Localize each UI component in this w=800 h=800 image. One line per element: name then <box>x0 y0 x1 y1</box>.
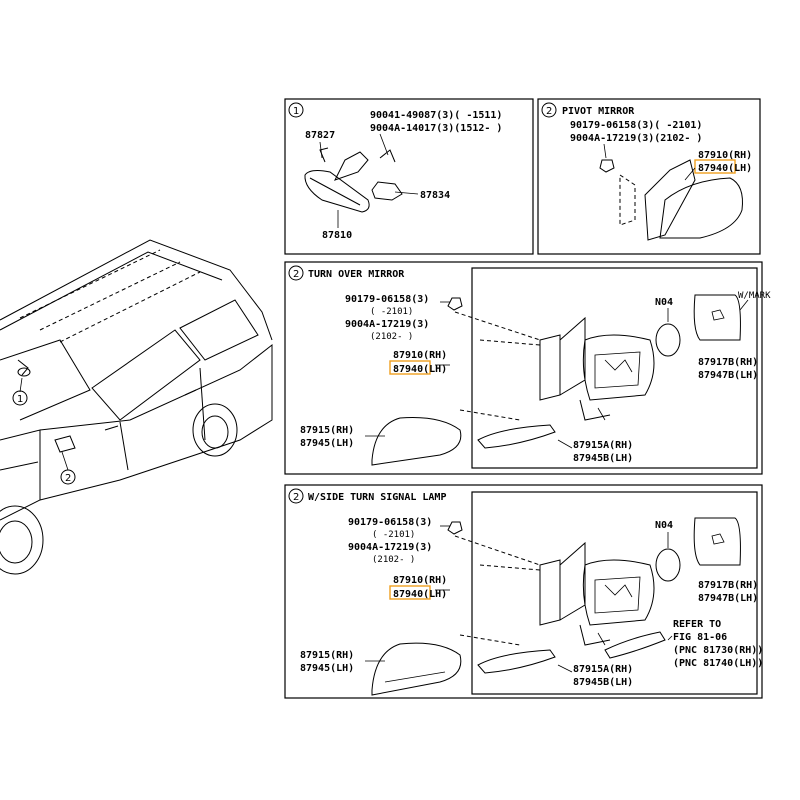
mirror-glass-icon <box>693 294 741 341</box>
panel3-fastener-2b: (2102- ) <box>370 332 413 342</box>
panel4-refer-2: FIG 81-06 <box>673 632 727 643</box>
highlight-87940 <box>694 159 736 174</box>
panel4-number: 2 <box>293 492 299 503</box>
part-87834: 87834 <box>420 190 450 201</box>
panel-side-turn-signal: 2 W/SIDE TURN SIGNAL LAMP 90179-06158(3)… <box>284 484 763 699</box>
panel3-fastener-2: 9004A-17219(3) <box>345 319 429 330</box>
panel3-glass-rh: 87917B(RH) <box>698 357 758 368</box>
panel2-fastener-2: 9004A-17219(3)(2102- ) <box>570 133 702 144</box>
panel1-fastener-2: 9004A-14017(3)(1512- ) <box>370 123 502 134</box>
lower-cover-icon <box>477 649 556 674</box>
turn-signal-lamp-icon <box>604 631 666 659</box>
n04-actuator-icon <box>655 323 681 357</box>
panel4-fastener-1b: ( -2101) <box>372 530 415 540</box>
panel3-wmark: W/MARK <box>738 291 771 301</box>
panel4-fastener-2: 9004A-17219(3) <box>348 542 432 553</box>
turn-over-mirror-icon <box>539 316 655 421</box>
panel4-glass-rh: 87917B(RH) <box>698 580 758 591</box>
panel3-fastener-1: 90179-06158(3) <box>345 294 429 305</box>
panel4-part-rh: 87910(RH) <box>393 575 447 586</box>
callout-2-circle <box>60 469 76 485</box>
pivot-mirror-icon <box>619 159 743 241</box>
panel4-glass-lh: 87947B(LH) <box>698 593 758 604</box>
panel2-title: PIVOT MIRROR <box>562 106 635 117</box>
mirror-glass-icon <box>693 517 741 566</box>
panel2-part-lh: 87940(LH) <box>698 163 752 174</box>
panel4-refer-4: (PNC 81740(LH)) <box>673 658 763 669</box>
panel3-lower-lh: 87945B(LH) <box>573 453 633 464</box>
panel3-lower-rh: 87915A(RH) <box>573 440 633 451</box>
part-87810: 87810 <box>322 230 352 241</box>
panel-pivot-mirror: 2 PIVOT MIRROR 90179-06158(3)( -2101) 90… <box>537 98 761 255</box>
mirror-cover-icon <box>371 642 462 696</box>
callout-1-circle <box>12 390 28 406</box>
inner-mirror-icon <box>304 147 403 213</box>
panel4-part-lh: 87940(LH) <box>393 589 447 600</box>
panel1-fastener-1: 90041-49087(3)( -1511) <box>370 110 502 121</box>
panel3-n04: N04 <box>655 297 673 308</box>
panel3-title: TURN OVER MIRROR <box>308 269 405 280</box>
mirror-cover-icon <box>371 417 462 466</box>
panel3-number: 2 <box>293 269 299 280</box>
highlight-87940 <box>389 360 431 375</box>
vehicle-illustration: 1 2 <box>0 239 273 575</box>
panel3-fastener-1b: ( -2101) <box>370 307 413 317</box>
panel3-cover-lh: 87945(LH) <box>300 438 354 449</box>
panel2-fastener-1: 90179-06158(3)( -2101) <box>570 120 702 131</box>
panel4-refer-1: REFER TO <box>673 619 721 630</box>
panel1-number: 1 <box>293 106 299 117</box>
callout-2: 2 <box>65 473 71 484</box>
part-87827: 87827 <box>305 130 335 141</box>
signal-mirror-icon <box>539 541 655 646</box>
highlight-87940 <box>389 585 431 600</box>
panel3-part-lh: 87940(LH) <box>393 364 447 375</box>
panel4-title: W/SIDE TURN SIGNAL LAMP <box>308 492 446 503</box>
panel3-cover-rh: 87915(RH) <box>300 425 354 436</box>
panel4-cover-lh: 87945(LH) <box>300 663 354 674</box>
panel-inner-mirror: 1 90041-49087(3)( -1511) 9004A-14017(3)(… <box>284 98 534 255</box>
panel4-fastener-1: 90179-06158(3) <box>348 517 432 528</box>
panel4-lower-lh: 87945B(LH) <box>573 677 633 688</box>
panel4-fastener-2b: (2102- ) <box>372 555 415 565</box>
panel4-lower-rh: 87915A(RH) <box>573 664 633 675</box>
panel2-part-rh: 87910(RH) <box>698 150 752 161</box>
panel2-number: 2 <box>546 106 552 117</box>
panel-turn-over-mirror: 2 TURN OVER MIRROR 90179-06158(3) ( -210… <box>284 261 771 475</box>
panel3-part-rh: 87910(RH) <box>393 350 447 361</box>
panel4-refer-3: (PNC 81730(RH)) <box>673 645 763 656</box>
n04-actuator-icon <box>655 548 681 582</box>
panel4-n04: N04 <box>655 520 673 531</box>
panel3-glass-lh: 87947B(LH) <box>698 370 758 381</box>
callout-1: 1 <box>17 394 23 405</box>
panel4-cover-rh: 87915(RH) <box>300 650 354 661</box>
lower-cover-icon <box>477 424 556 449</box>
